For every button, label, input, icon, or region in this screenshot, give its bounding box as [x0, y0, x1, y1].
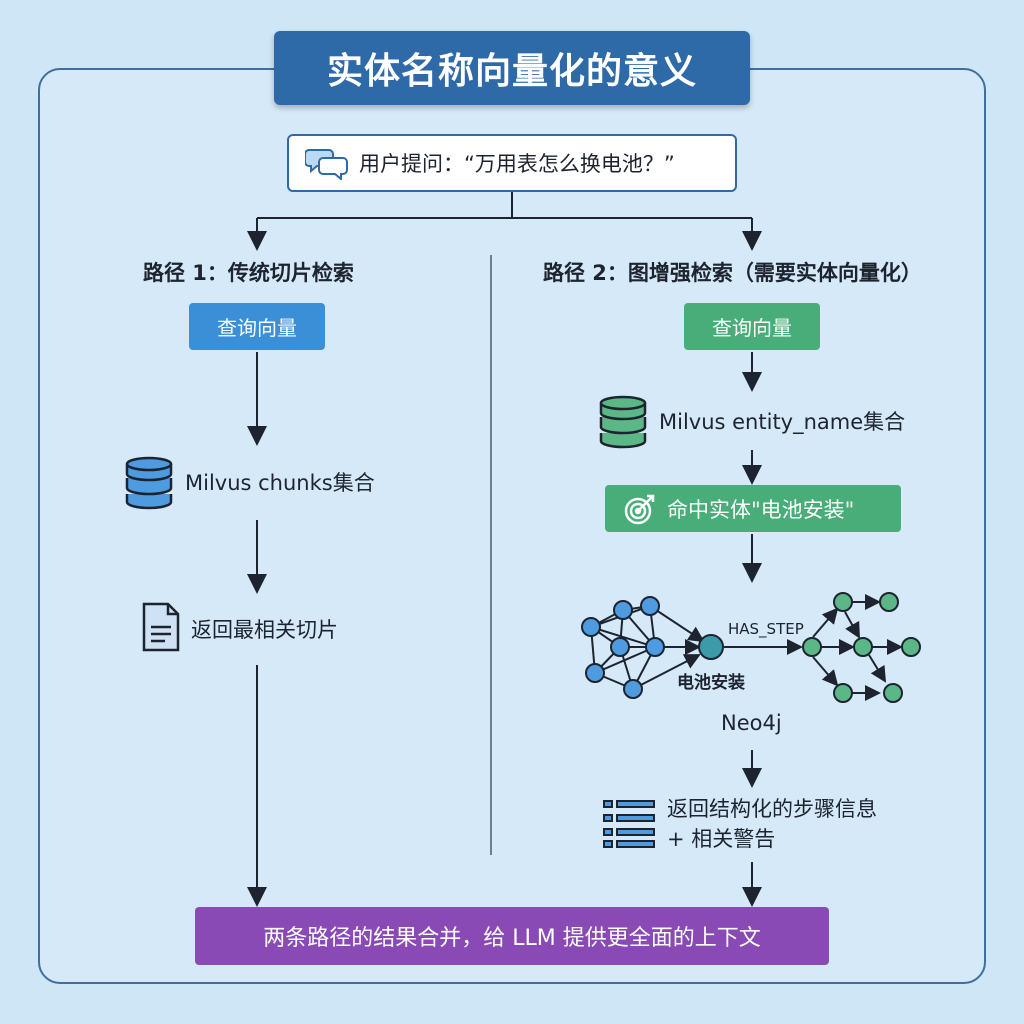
knowledge-graph	[581, 592, 921, 703]
merge-result-box: 两条路径的结果合并，给 LLM 提供更全面的上下文	[195, 907, 829, 965]
path2-hit-entity: 命中实体"电池安装"	[605, 485, 901, 532]
path1-title: 路径 1：传统切片检索	[143, 261, 354, 285]
target-icon	[624, 494, 655, 524]
path1-collection-label: Milvus chunks集合	[185, 471, 375, 495]
document-icon	[142, 602, 180, 652]
path2-title: 路径 2：图增强检索（需要实体向量化）	[543, 261, 922, 285]
neo4j-label: Neo4j	[721, 711, 782, 735]
user-question-box: 用户提问：“万用表怎么换电池？”	[287, 134, 737, 192]
path1-result-label: 返回最相关切片	[191, 618, 338, 642]
path2-hit-label: 命中实体"电池安装"	[667, 497, 855, 522]
path2-query-vector: 查询向量	[684, 303, 820, 350]
path2-collection-label: Milvus entity_name集合	[659, 410, 906, 434]
database-icon	[599, 395, 647, 449]
list-icon	[603, 800, 655, 848]
path1-query-vector: 查询向量	[189, 303, 325, 350]
chat-bubbles-icon	[305, 149, 348, 180]
user-question-text: 用户提问：“万用表怎么换电池？”	[359, 152, 675, 176]
path2-result-line1: 返回结构化的步骤信息	[667, 797, 877, 821]
graph-node-label: 电池安装	[677, 673, 745, 693]
path2-result-label: 返回结构化的步骤信息 + 相关警告	[667, 794, 877, 854]
path2-result-line2: + 相关警告	[667, 827, 776, 851]
edge-label-has-step: HAS_STEP	[728, 620, 804, 638]
database-icon	[125, 456, 173, 510]
diagram-title: 实体名称向量化的意义	[274, 31, 750, 105]
